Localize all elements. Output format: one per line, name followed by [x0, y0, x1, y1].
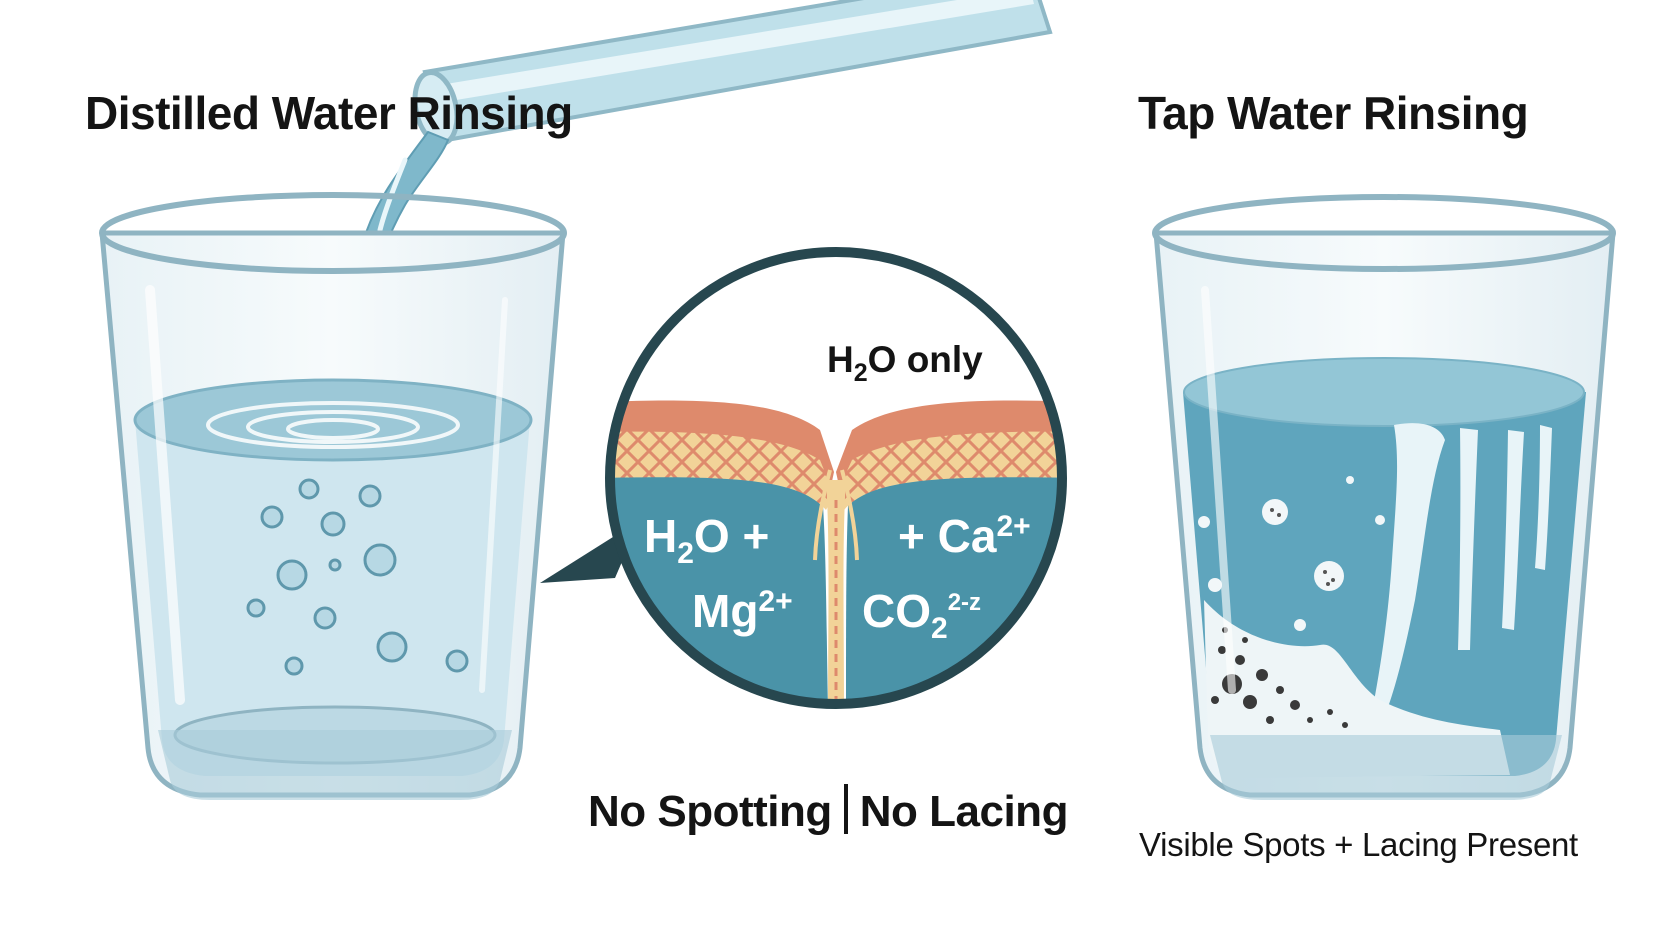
distilled-result-caption: No Spotting No Lacing: [588, 784, 1068, 837]
label-co2: CO22-z: [862, 585, 981, 645]
label-h2o-plus: H2O +: [644, 510, 769, 570]
no-spotting-label: No Spotting: [588, 787, 832, 836]
distilled-title: Distilled Water Rinsing: [85, 87, 573, 139]
tap-glass: [1152, 194, 1616, 800]
distilled-glass: [99, 192, 567, 800]
tap-result-caption: Visible Spots + Lacing Present: [1139, 826, 1578, 863]
label-mg2plus: Mg2+: [692, 585, 793, 637]
magnifier-callout: H2O only H2O + Mg2+ + Ca2+ CO22-z: [540, 247, 1067, 709]
tap-title: Tap Water Rinsing: [1138, 87, 1529, 139]
pouring-tube: [412, 0, 1053, 146]
caption-separator: [843, 784, 848, 834]
no-lacing-label: No Lacing: [859, 787, 1069, 836]
label-ca2plus: + Ca2+: [898, 510, 1031, 562]
label-h2o-only: H2O only: [827, 339, 983, 387]
